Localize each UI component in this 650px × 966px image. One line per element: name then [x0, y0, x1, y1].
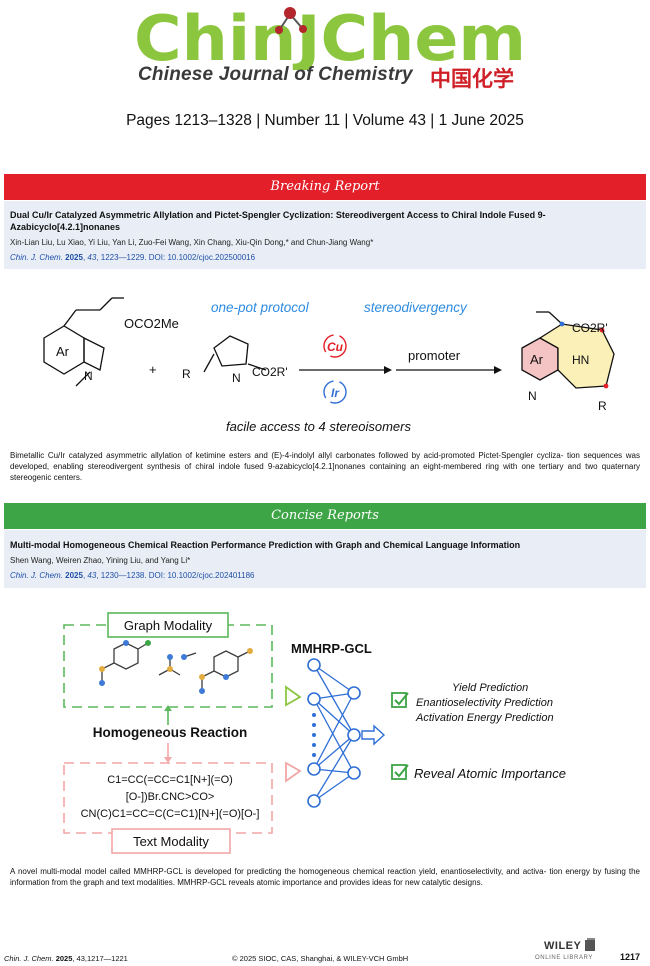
footer-citation: Chin. J. Chem. 2025, 43,1217—1221	[4, 954, 128, 963]
imine-nitrogen: N	[232, 371, 241, 385]
wiley-logo[interactable]: WILEY	[544, 940, 582, 952]
smiles-line-2: [O-])Br.CNC>CO>	[126, 791, 215, 803]
article-citation[interactable]: Chin. J. Chem. 2025, 43, 1230—1238. DOI:…	[10, 571, 255, 580]
reveal-atomic-importance: Reveal Atomic Importance	[414, 766, 566, 781]
model-architecture-graphic: Graph Modality Homogeneous Reaction C1=C…	[63, 612, 566, 854]
plus-sign: +	[149, 362, 157, 377]
iridium-catalyst-label: Ir	[331, 386, 340, 400]
issue-info: Pages 1213–1328 | Number 11 | Volume 43 …	[126, 112, 524, 129]
article-info-box: Dual Cu/Ir Catalyzed Asymmetric Allylati…	[4, 201, 646, 269]
enantioselectivity-prediction: Enantioselectivity Prediction	[416, 697, 553, 709]
copper-catalyst-label: Cu	[327, 340, 344, 354]
article-title[interactable]: Dual Cu/Ir Catalyzed Asymmetric Allylati…	[10, 210, 546, 232]
text-modality-label: Text Modality	[133, 834, 209, 849]
stereoisomer-caption: facile access to 4 stereoisomers	[226, 419, 411, 434]
check-icon	[391, 692, 407, 708]
product-aryl-label: Ar	[530, 352, 544, 367]
journal-subtitle: Chinese Journal of Chemistry	[138, 64, 413, 85]
smiles-line-3: CN(C)C1=CC=C(C=C1)[N+](=O)[O-]	[81, 808, 260, 820]
aryl-label: Ar	[56, 344, 70, 359]
graph-modality-label: Graph Modality	[124, 618, 213, 633]
product-r-group: R	[598, 399, 607, 413]
indole-nitrogen: N	[84, 369, 93, 383]
footer-copyright: © 2025 SIOC, CAS, Shanghai, & WILEY-VCH …	[232, 954, 409, 963]
journal-logo: ChinJChem	[134, 2, 526, 70]
product-nitrogen: N	[528, 389, 537, 403]
article-title[interactable]: Multi-modal Homogeneous Chemical Reactio…	[10, 540, 521, 550]
model-name: MMHRP-GCL	[291, 641, 372, 656]
reaction-scheme-graphic: Ar N OCO2Me + R N CO2R' one-pot protocol…	[43, 297, 615, 434]
product-amine-label: HN	[572, 353, 589, 367]
r-group: R	[182, 367, 191, 381]
product-ester-label: CO2R'	[572, 321, 608, 335]
one-pot-label: one-pot protocol	[211, 300, 310, 315]
promoter-label: promoter	[408, 348, 461, 363]
article-authors: Xin-Lian Liu, Lu Xiao, Yi Liu, Yan Li, Z…	[10, 238, 374, 247]
article-info-box: Multi-modal Homogeneous Chemical Reactio…	[4, 530, 646, 588]
stereodivergency-label: stereodivergency	[364, 300, 468, 315]
logo-text: ChinJChem	[134, 2, 526, 70]
check-icon	[391, 764, 407, 780]
smiles-line-1: C1=CC(=CC=C1[N+](=O)	[107, 774, 233, 786]
article-summary: A novel multi-modal model called MMHRP-G…	[10, 867, 640, 887]
yield-prediction: Yield Prediction	[452, 682, 528, 694]
online-library-label: ONLINE LIBRARY	[535, 955, 593, 961]
article-summary: Bimetallic Cu/Ir catalyzed asymmetric al…	[10, 451, 640, 482]
molecule-atom-icon	[284, 7, 296, 19]
section-heading-concise: Concise Reports	[4, 503, 646, 529]
book-icon	[585, 938, 595, 951]
activation-energy-prediction: Activation Energy Prediction	[415, 712, 554, 724]
ester-label: CO2R'	[252, 365, 288, 379]
article-citation[interactable]: Chin. J. Chem. 2025, 43, 1223—1229. DOI:…	[10, 253, 256, 262]
journal-subtitle-chinese: 中国化学	[430, 68, 514, 91]
carbonate-label: OCO2Me	[124, 316, 179, 331]
article-authors: Shen Wang, Weiren Zhao, Yining Liu, and …	[10, 556, 191, 565]
section-heading-breaking: Breaking Report	[4, 174, 646, 200]
homogeneous-reaction-label: Homogeneous Reaction	[93, 725, 248, 740]
page-number: 1217	[620, 952, 641, 962]
